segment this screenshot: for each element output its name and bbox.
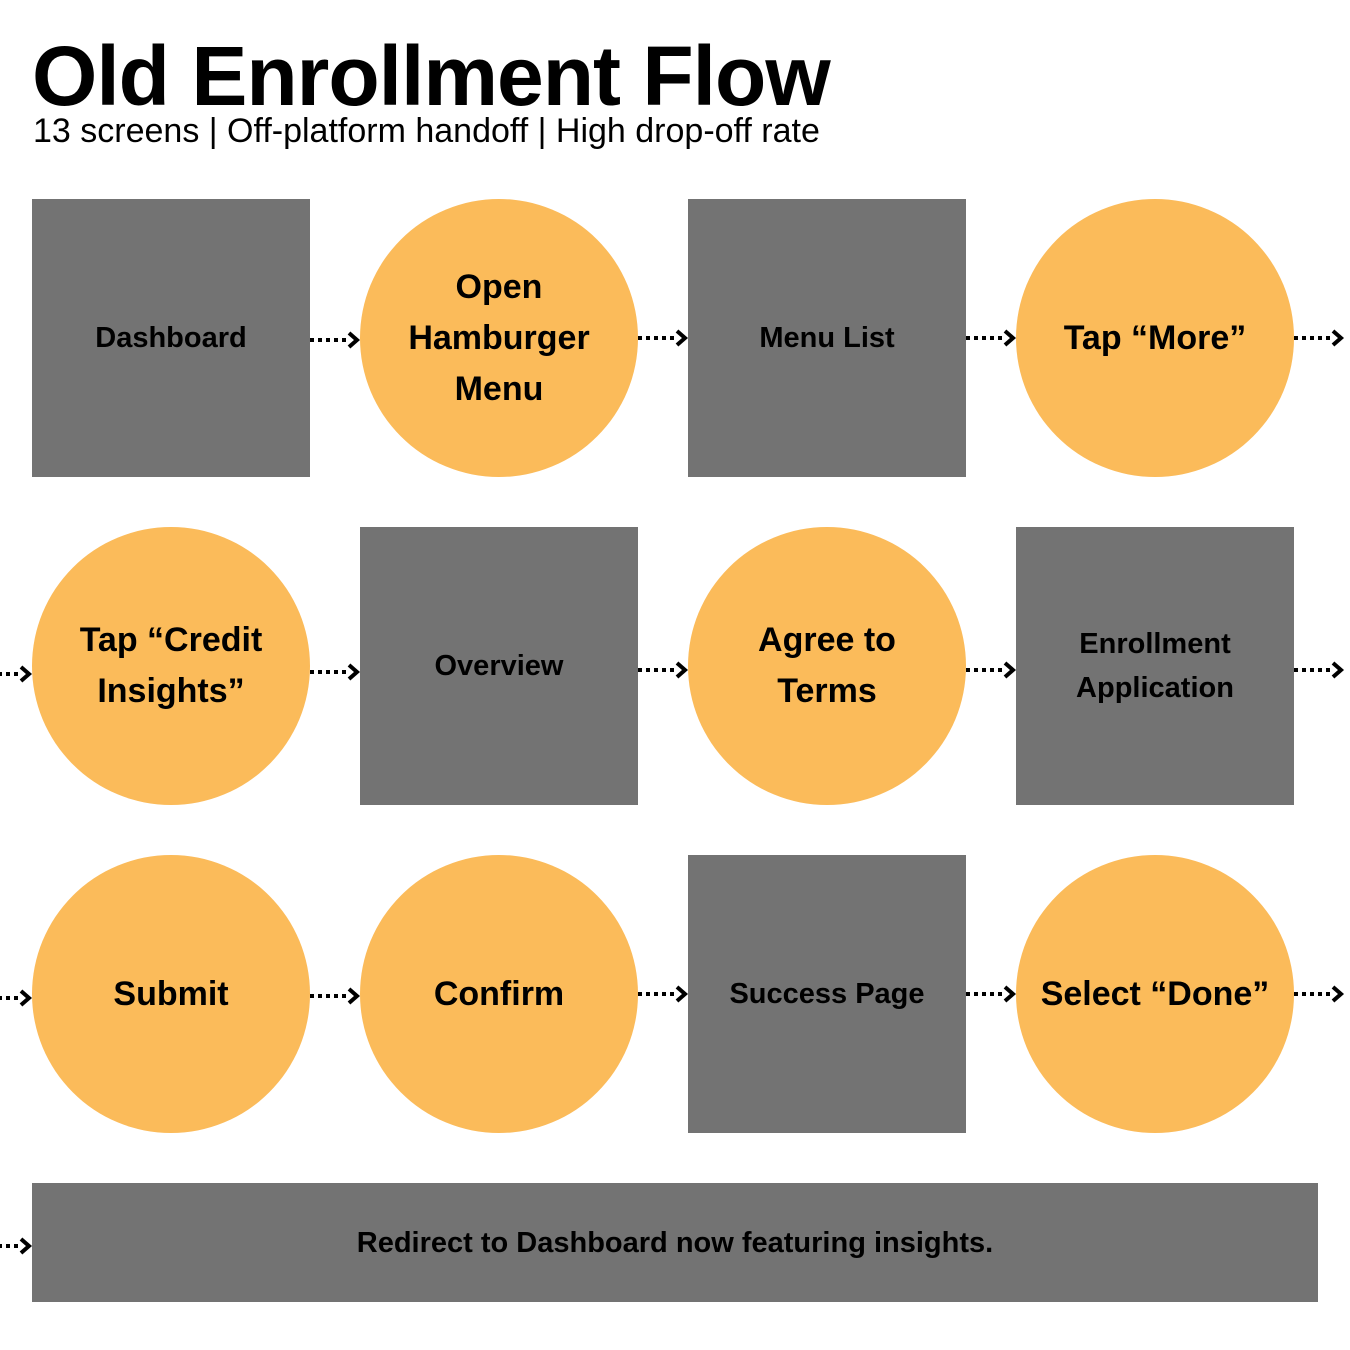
step-label: Open Hamburger Menu <box>408 267 590 408</box>
dotted-arrow-icon <box>638 985 689 1003</box>
dotted-arrow-icon <box>310 987 361 1005</box>
step-tap-credit-insights: Tap “Credit Insights” <box>32 527 310 805</box>
step-label: Overview <box>434 650 564 682</box>
step-label: Redirect to Dashboard now featuring insi… <box>356 1226 994 1259</box>
dotted-arrow-icon <box>1294 661 1345 679</box>
dotted-arrow-icon <box>1294 985 1345 1003</box>
dotted-arrow-icon <box>638 329 689 347</box>
page-title: Old Enrollment Flow <box>32 29 831 123</box>
dotted-arrow-icon <box>966 329 1017 347</box>
dotted-arrow-icon <box>966 985 1017 1003</box>
page-subtitle: 13 screens | Off-platform handoff | High… <box>33 112 820 150</box>
step-submit: Submit <box>32 855 310 1133</box>
dotted-arrow-icon <box>0 989 33 1007</box>
step-label: Select “Done” <box>1040 974 1270 1013</box>
step-label: Success Page <box>729 978 925 1010</box>
step-label: Tap “More” <box>1063 318 1247 357</box>
step-tap-more: Tap “More” <box>1016 199 1294 477</box>
step-redirect-to-dashboard: Redirect to Dashboard now featuring insi… <box>32 1183 1318 1302</box>
step-dashboard: Dashboard <box>32 199 310 477</box>
step-overview: Overview <box>360 527 638 805</box>
dotted-arrow-icon <box>310 331 361 349</box>
step-label: Confirm <box>433 974 565 1013</box>
step-label: Dashboard <box>95 322 247 354</box>
step-label: Submit <box>113 974 229 1013</box>
dotted-arrow-icon <box>310 663 361 681</box>
step-menu-list: Menu List <box>688 199 966 477</box>
step-confirm: Confirm <box>360 855 638 1133</box>
step-success-page: Success Page <box>688 855 966 1133</box>
dotted-arrow-icon <box>0 665 33 683</box>
step-enrollment-application: Enrollment Application <box>1016 527 1294 805</box>
dotted-arrow-icon <box>1294 329 1345 347</box>
dotted-arrow-icon <box>966 661 1017 679</box>
step-label: Menu List <box>759 322 895 354</box>
step-label: Enrollment Application <box>1076 628 1234 704</box>
dotted-arrow-icon <box>0 1237 33 1255</box>
step-label: Agree to Terms <box>758 621 896 710</box>
dotted-arrow-icon <box>638 661 689 679</box>
step-select-done: Select “Done” <box>1016 855 1294 1133</box>
step-open-hamburger-menu: Open Hamburger Menu <box>360 199 638 477</box>
step-label: Tap “Credit Insights” <box>79 621 263 710</box>
step-agree-to-terms: Agree to Terms <box>688 527 966 805</box>
